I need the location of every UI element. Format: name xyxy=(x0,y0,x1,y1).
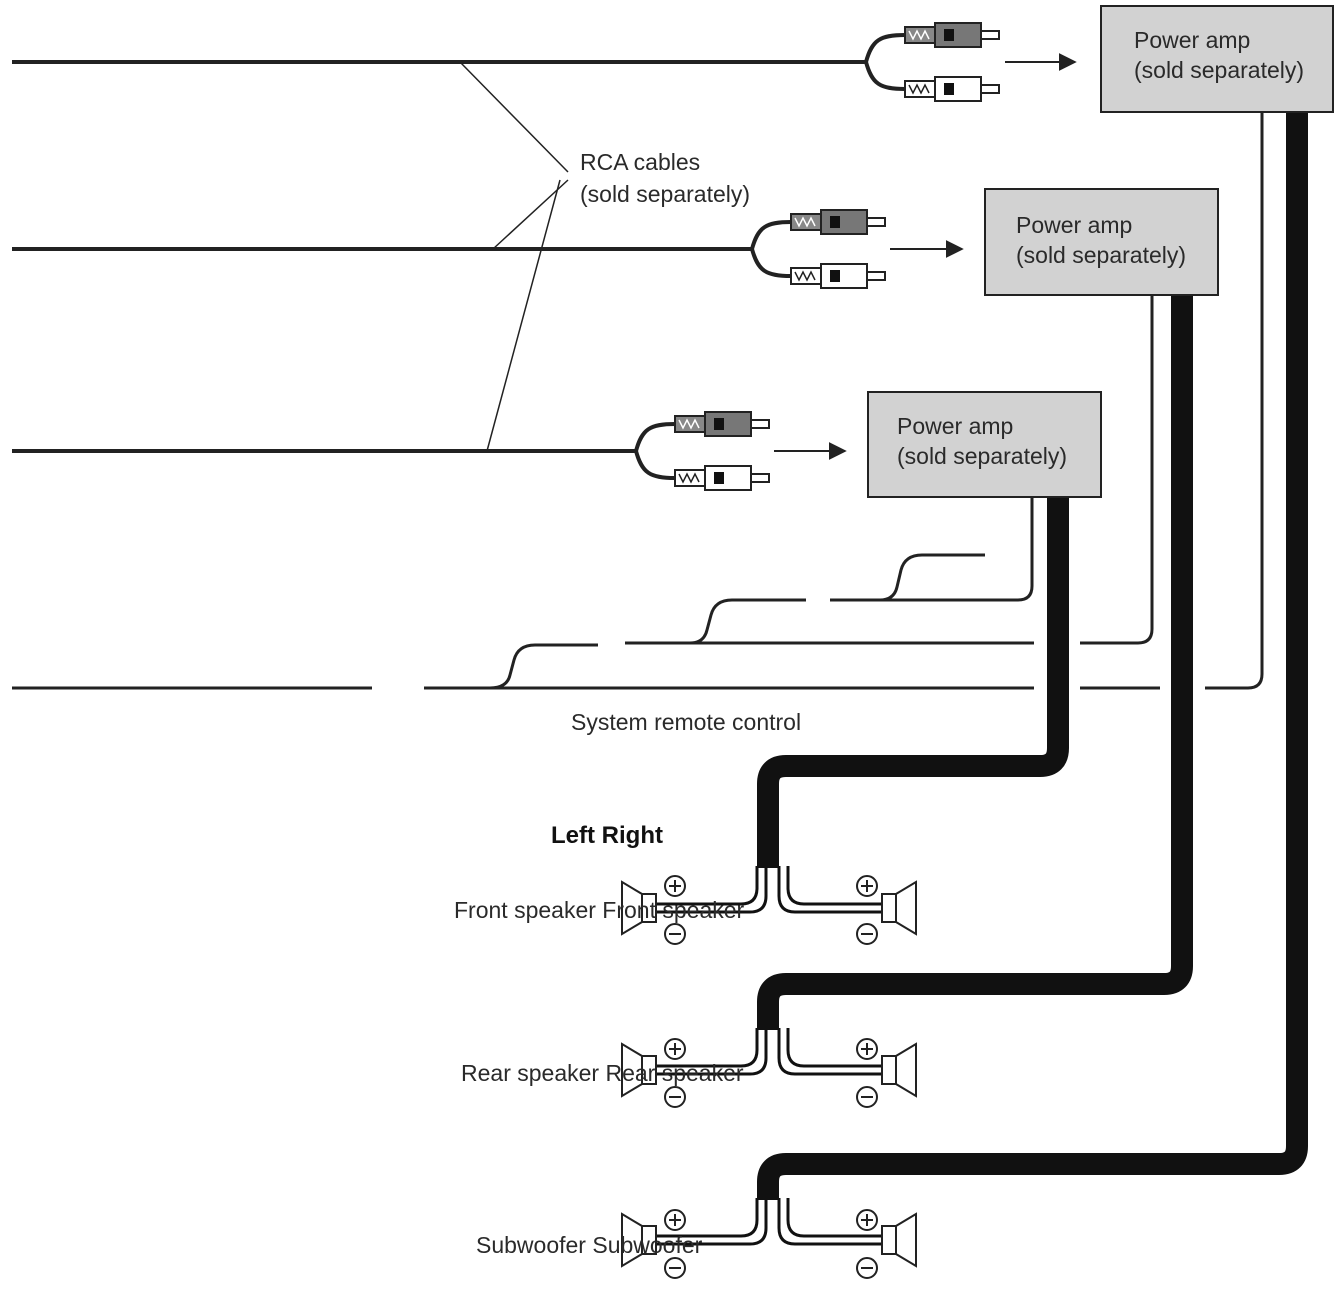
rca-cables-label: RCA cables xyxy=(580,149,701,175)
plus-icon xyxy=(664,1209,686,1231)
rear-left-speaker-icon xyxy=(621,1042,657,1098)
rca-plug-white-1 xyxy=(904,76,1000,102)
subwoofer-leads xyxy=(650,1198,883,1246)
system-remote-control-label: System remote control xyxy=(571,709,802,735)
rca-callout-leaders xyxy=(459,61,569,452)
power-amp-note: (sold separately) xyxy=(1134,57,1305,83)
power-amp-title: Power amp xyxy=(1134,27,1251,53)
polarity-symbols xyxy=(664,875,878,1279)
power-amp-title: Power amp xyxy=(897,413,1014,439)
subwoofer-left-speaker-icon xyxy=(621,1212,657,1268)
rca-plug-red-3 xyxy=(674,411,770,437)
plus-icon xyxy=(856,875,878,897)
rear-right-speaker-icon xyxy=(881,1042,917,1098)
rca-cables-note: (sold separately) xyxy=(580,181,751,207)
power-amp-1: Power amp (sold separately) xyxy=(1100,5,1334,113)
power-amp-2: Power amp (sold separately) xyxy=(984,188,1219,296)
plus-icon xyxy=(664,1038,686,1060)
minus-icon xyxy=(664,1086,686,1108)
front-speaker-leads xyxy=(650,866,883,914)
plus-icon xyxy=(856,1038,878,1060)
minus-icon xyxy=(664,923,686,945)
minus-icon xyxy=(856,923,878,945)
front-right-speaker-icon xyxy=(881,880,917,936)
rca-cable-1 xyxy=(12,33,906,91)
rca-plug-red-2 xyxy=(790,209,886,235)
rca-plug-white-2 xyxy=(790,263,886,289)
minus-icon xyxy=(664,1257,686,1279)
rear-speaker-label: Rear speaker Rear speaker xyxy=(461,1060,744,1086)
plus-icon xyxy=(856,1209,878,1231)
subwoofer-right-speaker-icon xyxy=(881,1212,917,1268)
front-left-speaker-icon xyxy=(621,880,657,936)
power-amp-note: (sold separately) xyxy=(1016,242,1187,268)
remote-control-wires xyxy=(12,112,1264,690)
channel-header: Left Right xyxy=(551,822,663,849)
front-speaker-label: Front speaker Front speaker xyxy=(454,897,745,923)
minus-icon xyxy=(856,1257,878,1279)
rca-cable-2 xyxy=(12,220,792,278)
rca-cable-3 xyxy=(12,422,676,480)
power-amp-3: Power amp (sold separately) xyxy=(867,391,1102,498)
power-amp-title: Power amp xyxy=(1016,212,1133,238)
speaker-cables xyxy=(757,112,1308,1200)
minus-icon xyxy=(856,1086,878,1108)
subwoofer-label: Subwoofer Subwoofer xyxy=(476,1232,703,1258)
rear-speaker-leads xyxy=(650,1028,883,1076)
power-amp-note: (sold separately) xyxy=(897,443,1068,469)
rca-plug-white-3 xyxy=(674,465,770,491)
plus-icon xyxy=(664,875,686,897)
rca-plug-red-1 xyxy=(904,22,1000,48)
